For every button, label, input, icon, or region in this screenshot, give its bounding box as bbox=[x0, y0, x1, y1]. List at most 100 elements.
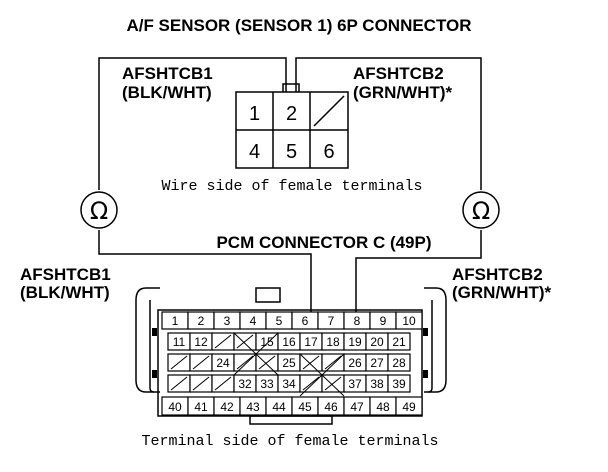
pcm-right-latch bbox=[424, 287, 447, 393]
pcm-empty-cavity bbox=[321, 353, 345, 372]
upper-right-wire-color: (GRN/WHT)* bbox=[353, 83, 453, 102]
pcm-terminal-16: 16 bbox=[277, 332, 301, 351]
pcm-left-latch bbox=[135, 287, 160, 393]
pcm-terminal-5: 5 bbox=[265, 311, 293, 330]
pcm-terminal-3: 3 bbox=[213, 311, 241, 330]
pcm-right-inner-latch bbox=[427, 300, 433, 393]
empty-cavity-mark bbox=[258, 355, 276, 370]
pcm-terminal-5-label: 5 bbox=[276, 314, 283, 328]
pcm-terminal-48-label: 48 bbox=[376, 400, 390, 414]
pcm-bottom-rib bbox=[249, 415, 333, 425]
pcm-terminal-9-label: 9 bbox=[380, 314, 387, 328]
pcm-terminal-10-label: 10 bbox=[402, 314, 416, 328]
pcm-terminal-6-label: 6 bbox=[302, 314, 309, 328]
af-sensor-connector-title: A/F SENSOR (SENSOR 1) 6P CONNECTOR bbox=[126, 16, 471, 35]
pcm-terminal-33-label: 33 bbox=[260, 377, 274, 391]
terminal-4-label: 4 bbox=[249, 141, 260, 163]
pcm-terminal-33: 33 bbox=[255, 374, 279, 393]
pcm-side-mark bbox=[423, 328, 428, 336]
pcm-terminal-49: 49 bbox=[395, 396, 423, 416]
pcm-terminal-17-label: 17 bbox=[304, 335, 318, 349]
pcm-terminal-42-label: 42 bbox=[220, 400, 234, 414]
pcm-terminal-24-label: 24 bbox=[216, 356, 230, 370]
pcm-terminal-38: 38 bbox=[365, 374, 389, 393]
pcm-terminal-18-label: 18 bbox=[326, 335, 340, 349]
pcm-cell bbox=[395, 396, 423, 416]
pcm-empty-cavity bbox=[167, 353, 191, 372]
empty-cavity-mark bbox=[192, 376, 210, 391]
pcm-empty-cavity bbox=[167, 374, 191, 393]
empty-cavity-mark bbox=[236, 334, 254, 349]
af-sensor-6p-connector bbox=[235, 91, 349, 169]
pcm-terminal-44-label: 44 bbox=[272, 400, 286, 414]
pcm-cell bbox=[387, 353, 411, 372]
pcm-terminal-27: 27 bbox=[365, 353, 389, 372]
pcm-terminal-46-label: 46 bbox=[324, 400, 338, 414]
empty-cavity-mark bbox=[170, 355, 188, 370]
pcm-terminal-21-label: 21 bbox=[392, 335, 406, 349]
pcm-empty-cavity bbox=[233, 332, 257, 351]
empty-cavity-mark bbox=[170, 376, 188, 391]
left-probe-wire-top bbox=[98, 57, 287, 190]
pcm-terminal-18: 18 bbox=[321, 332, 345, 351]
pcm-terminal-21: 21 bbox=[387, 332, 411, 351]
terminal-1-label: 1 bbox=[249, 103, 260, 125]
pcm-cell bbox=[387, 374, 411, 393]
terminal-5-label: 5 bbox=[286, 141, 297, 163]
pcm-terminal-7: 7 bbox=[317, 311, 345, 330]
empty-cavity-mark bbox=[236, 355, 254, 370]
lower-right-wire-name: AFSHTCB2 bbox=[452, 265, 543, 284]
6p-connector-caption: Wire side of female terminals bbox=[161, 178, 422, 195]
pcm-terminal-19-label: 19 bbox=[348, 335, 362, 349]
empty-cavity-mark bbox=[214, 334, 232, 349]
pcm-terminal-20: 20 bbox=[365, 332, 389, 351]
terminal-2-label: 2 bbox=[286, 103, 297, 125]
pcm-terminal-27-label: 27 bbox=[370, 356, 384, 370]
pcm-terminal-47-label: 47 bbox=[350, 400, 364, 414]
pcm-terminal-8-label: 8 bbox=[354, 314, 361, 328]
pcm-terminal-37-label: 37 bbox=[348, 377, 362, 391]
pcm-terminal-40: 40 bbox=[161, 396, 189, 416]
right-probe-wire-bottom bbox=[355, 230, 482, 322]
pcm-terminal-37: 37 bbox=[343, 374, 367, 393]
pcm-side-mark bbox=[152, 328, 157, 336]
pcm-terminal-24: 24 bbox=[211, 353, 235, 372]
upper-left-wire-name: AFSHTCB1 bbox=[122, 64, 213, 83]
pcm-connector-caption: Terminal side of female terminals bbox=[141, 433, 438, 450]
empty-cavity-mark bbox=[214, 376, 232, 391]
pcm-terminal-6: 6 bbox=[291, 311, 319, 330]
pcm-terminal-49-label: 49 bbox=[402, 400, 416, 414]
empty-cavity-mark bbox=[302, 355, 320, 370]
ohm-icon: Ω bbox=[472, 197, 490, 225]
terminal-6-label: 6 bbox=[323, 141, 334, 163]
pcm-terminal-4: 4 bbox=[239, 311, 267, 330]
pcm-cell bbox=[387, 332, 411, 351]
pcm-terminal-28: 28 bbox=[387, 353, 411, 372]
pcm-terminal-2: 2 bbox=[187, 311, 215, 330]
pcm-terminal-42: 42 bbox=[213, 396, 241, 416]
left-ohmmeter-circle bbox=[80, 191, 118, 229]
terminal-2-stub bbox=[282, 83, 300, 92]
upper-right-wire-name: AFSHTCB2 bbox=[353, 64, 444, 83]
pcm-terminal-17: 17 bbox=[299, 332, 323, 351]
pcm-terminal-11: 11 bbox=[167, 332, 191, 351]
pcm-terminal-40-label: 40 bbox=[168, 400, 182, 414]
pcm-empty-cavity bbox=[211, 332, 235, 351]
pcm-terminal-25: 25 bbox=[277, 353, 301, 372]
pcm-terminal-43: 43 bbox=[239, 396, 267, 416]
pcm-terminal-34: 34 bbox=[277, 374, 301, 393]
lower-left-wire-name: AFSHTCB1 bbox=[20, 265, 111, 284]
pcm-terminal-1: 1 bbox=[161, 311, 189, 330]
upper-left-wire-color: (BLK/WHT) bbox=[122, 83, 212, 102]
pcm-terminal-45-label: 45 bbox=[298, 400, 312, 414]
blank-block-cross bbox=[299, 353, 345, 397]
right-probe-wire-top bbox=[295, 57, 482, 190]
pcm-empty-cavity bbox=[233, 353, 257, 372]
pcm-terminal-25-label: 25 bbox=[282, 356, 296, 370]
pcm-terminal-4-label: 4 bbox=[250, 314, 257, 328]
pcm-key-tab bbox=[255, 287, 281, 303]
pcm-terminal-44: 44 bbox=[265, 396, 293, 416]
ohm-icon: Ω bbox=[90, 197, 108, 225]
pcm-terminal-15-label: 15 bbox=[260, 335, 274, 349]
probe-wires bbox=[98, 57, 482, 322]
